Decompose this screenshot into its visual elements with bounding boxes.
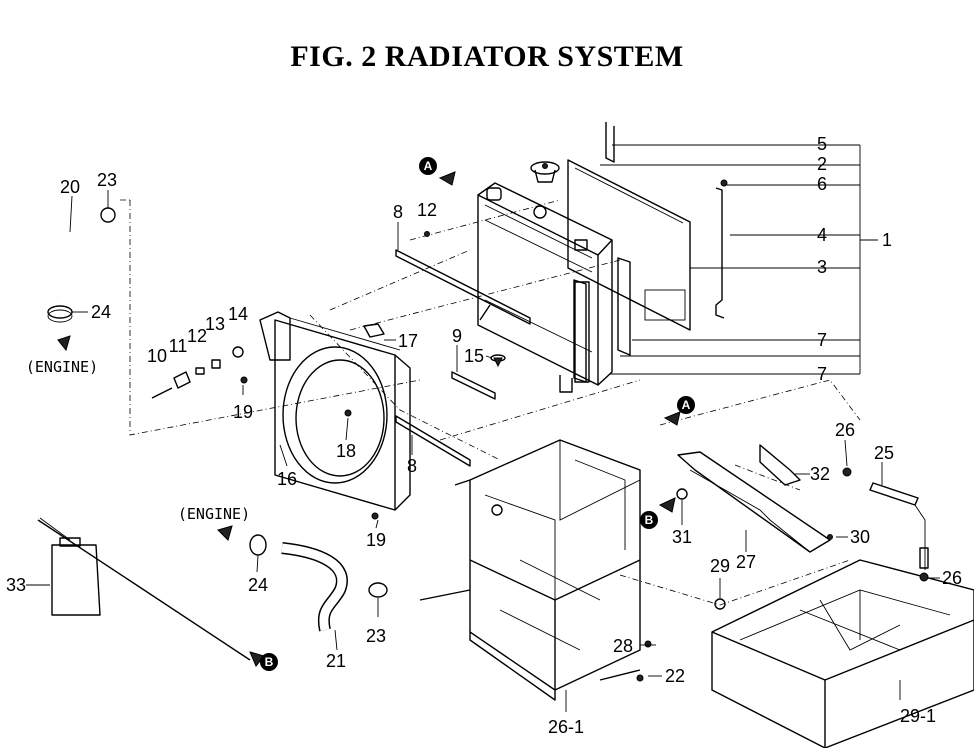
reserve-tank xyxy=(37,517,251,661)
callout-7-upper: 7 xyxy=(817,330,827,350)
under-guard xyxy=(619,379,929,682)
callout-24-lower: 24 xyxy=(248,575,268,595)
callout-21: 21 xyxy=(326,651,346,671)
figure-title: FIG. 2 RADIATOR SYSTEM xyxy=(290,40,684,73)
callout-1: 1 xyxy=(882,230,892,250)
engine-arrow-1 xyxy=(57,335,71,352)
callout-25: 25 xyxy=(874,443,894,463)
seal-pad xyxy=(363,323,385,338)
engine-label-lower: (ENGINE) xyxy=(178,505,250,523)
callout-leaders xyxy=(26,190,940,712)
callout-7-lower: 7 xyxy=(817,364,827,384)
assembly-bracket-lines xyxy=(600,144,878,375)
callout-29-1: 29-1 xyxy=(900,706,936,726)
side-seals xyxy=(573,257,631,383)
vehicle-frame xyxy=(711,559,974,748)
callout-26-1: 26-1 xyxy=(548,717,584,737)
marker-a1: A xyxy=(419,157,456,186)
svg-text:A: A xyxy=(424,159,433,173)
marker-a2: A xyxy=(663,396,695,426)
drain-plug xyxy=(490,354,506,368)
callout-33: 33 xyxy=(6,575,26,595)
callout-27: 27 xyxy=(736,552,756,572)
callout-15: 15 xyxy=(464,346,484,366)
upper-hose xyxy=(47,207,116,323)
callout-17: 17 xyxy=(398,331,418,351)
radiator-frame xyxy=(419,439,641,701)
callout-11: 11 xyxy=(169,336,188,356)
callout-10: 10 xyxy=(147,346,167,366)
condenser-bracket xyxy=(715,179,728,319)
callout-12-lower: 12 xyxy=(187,326,207,346)
callout-26-lower: 26 xyxy=(942,568,962,588)
fan-shroud xyxy=(259,311,411,511)
marker-b1: B xyxy=(640,497,676,529)
callout-24-upper: 24 xyxy=(91,302,111,322)
callout-6: 6 xyxy=(817,174,827,194)
callout-9: 9 xyxy=(452,326,462,346)
svg-text:B: B xyxy=(265,655,274,669)
seal-strips xyxy=(395,249,531,467)
hardware-cluster xyxy=(151,231,430,520)
callout-16: 16 xyxy=(277,469,297,489)
callout-13: 13 xyxy=(205,314,225,334)
callout-31: 31 xyxy=(672,527,692,547)
engine-label-upper: (ENGINE) xyxy=(26,358,98,376)
callout-12-upper: 12 xyxy=(417,200,437,220)
radiator-cap xyxy=(530,161,560,183)
callout-14: 14 xyxy=(228,304,248,324)
callout-23-upper: 23 xyxy=(97,170,117,190)
callout-2: 2 xyxy=(817,154,827,174)
callout-30: 30 xyxy=(850,527,870,547)
callout-5: 5 xyxy=(817,134,827,154)
callout-28: 28 xyxy=(613,636,633,656)
callout-19-upper: 19 xyxy=(233,402,253,422)
callout-8-upper: 8 xyxy=(393,202,403,222)
radiator-core xyxy=(477,182,613,393)
condenser xyxy=(567,122,691,331)
callout-8-lower: 8 xyxy=(407,456,417,476)
callout-32: 32 xyxy=(810,464,830,484)
marker-b2: B xyxy=(249,651,278,671)
callout-29: 29 xyxy=(710,556,730,576)
callout-18: 18 xyxy=(336,441,356,461)
callout-22: 22 xyxy=(665,666,685,686)
svg-text:A: A xyxy=(682,398,691,412)
callout-20: 20 xyxy=(60,177,80,197)
callout-3: 3 xyxy=(817,257,827,277)
engine-arrow-2 xyxy=(217,525,233,541)
callout-26-upper: 26 xyxy=(835,420,855,440)
svg-text:B: B xyxy=(645,513,654,527)
callout-4: 4 xyxy=(817,225,827,245)
callout-23-lower: 23 xyxy=(366,626,386,646)
callout-19-lower: 19 xyxy=(366,530,386,550)
